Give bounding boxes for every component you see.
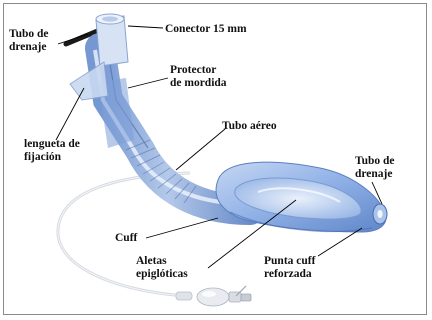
label-lengueta-fijacion: lengueta de fijación xyxy=(24,138,80,164)
label-tubo-aereo: Tubo aéreo xyxy=(222,120,277,133)
label-aletas-epigloticas: Aletas epiglóticas xyxy=(136,255,188,281)
pilot-balloon xyxy=(176,286,251,306)
label-protector-mordida: Protector de mordida xyxy=(170,64,227,90)
label-tubo-drenaje-left: Tubo de drenaje xyxy=(9,28,49,54)
connector-15mm xyxy=(96,14,128,66)
label-tubo-drenaje-right: Tubo de drenaje xyxy=(355,155,395,181)
label-conector-15mm: Conector 15 mm xyxy=(165,23,247,36)
label-cuff: Cuff xyxy=(115,232,137,245)
label-punta-cuff: Punta cuff reforzada xyxy=(264,255,315,281)
